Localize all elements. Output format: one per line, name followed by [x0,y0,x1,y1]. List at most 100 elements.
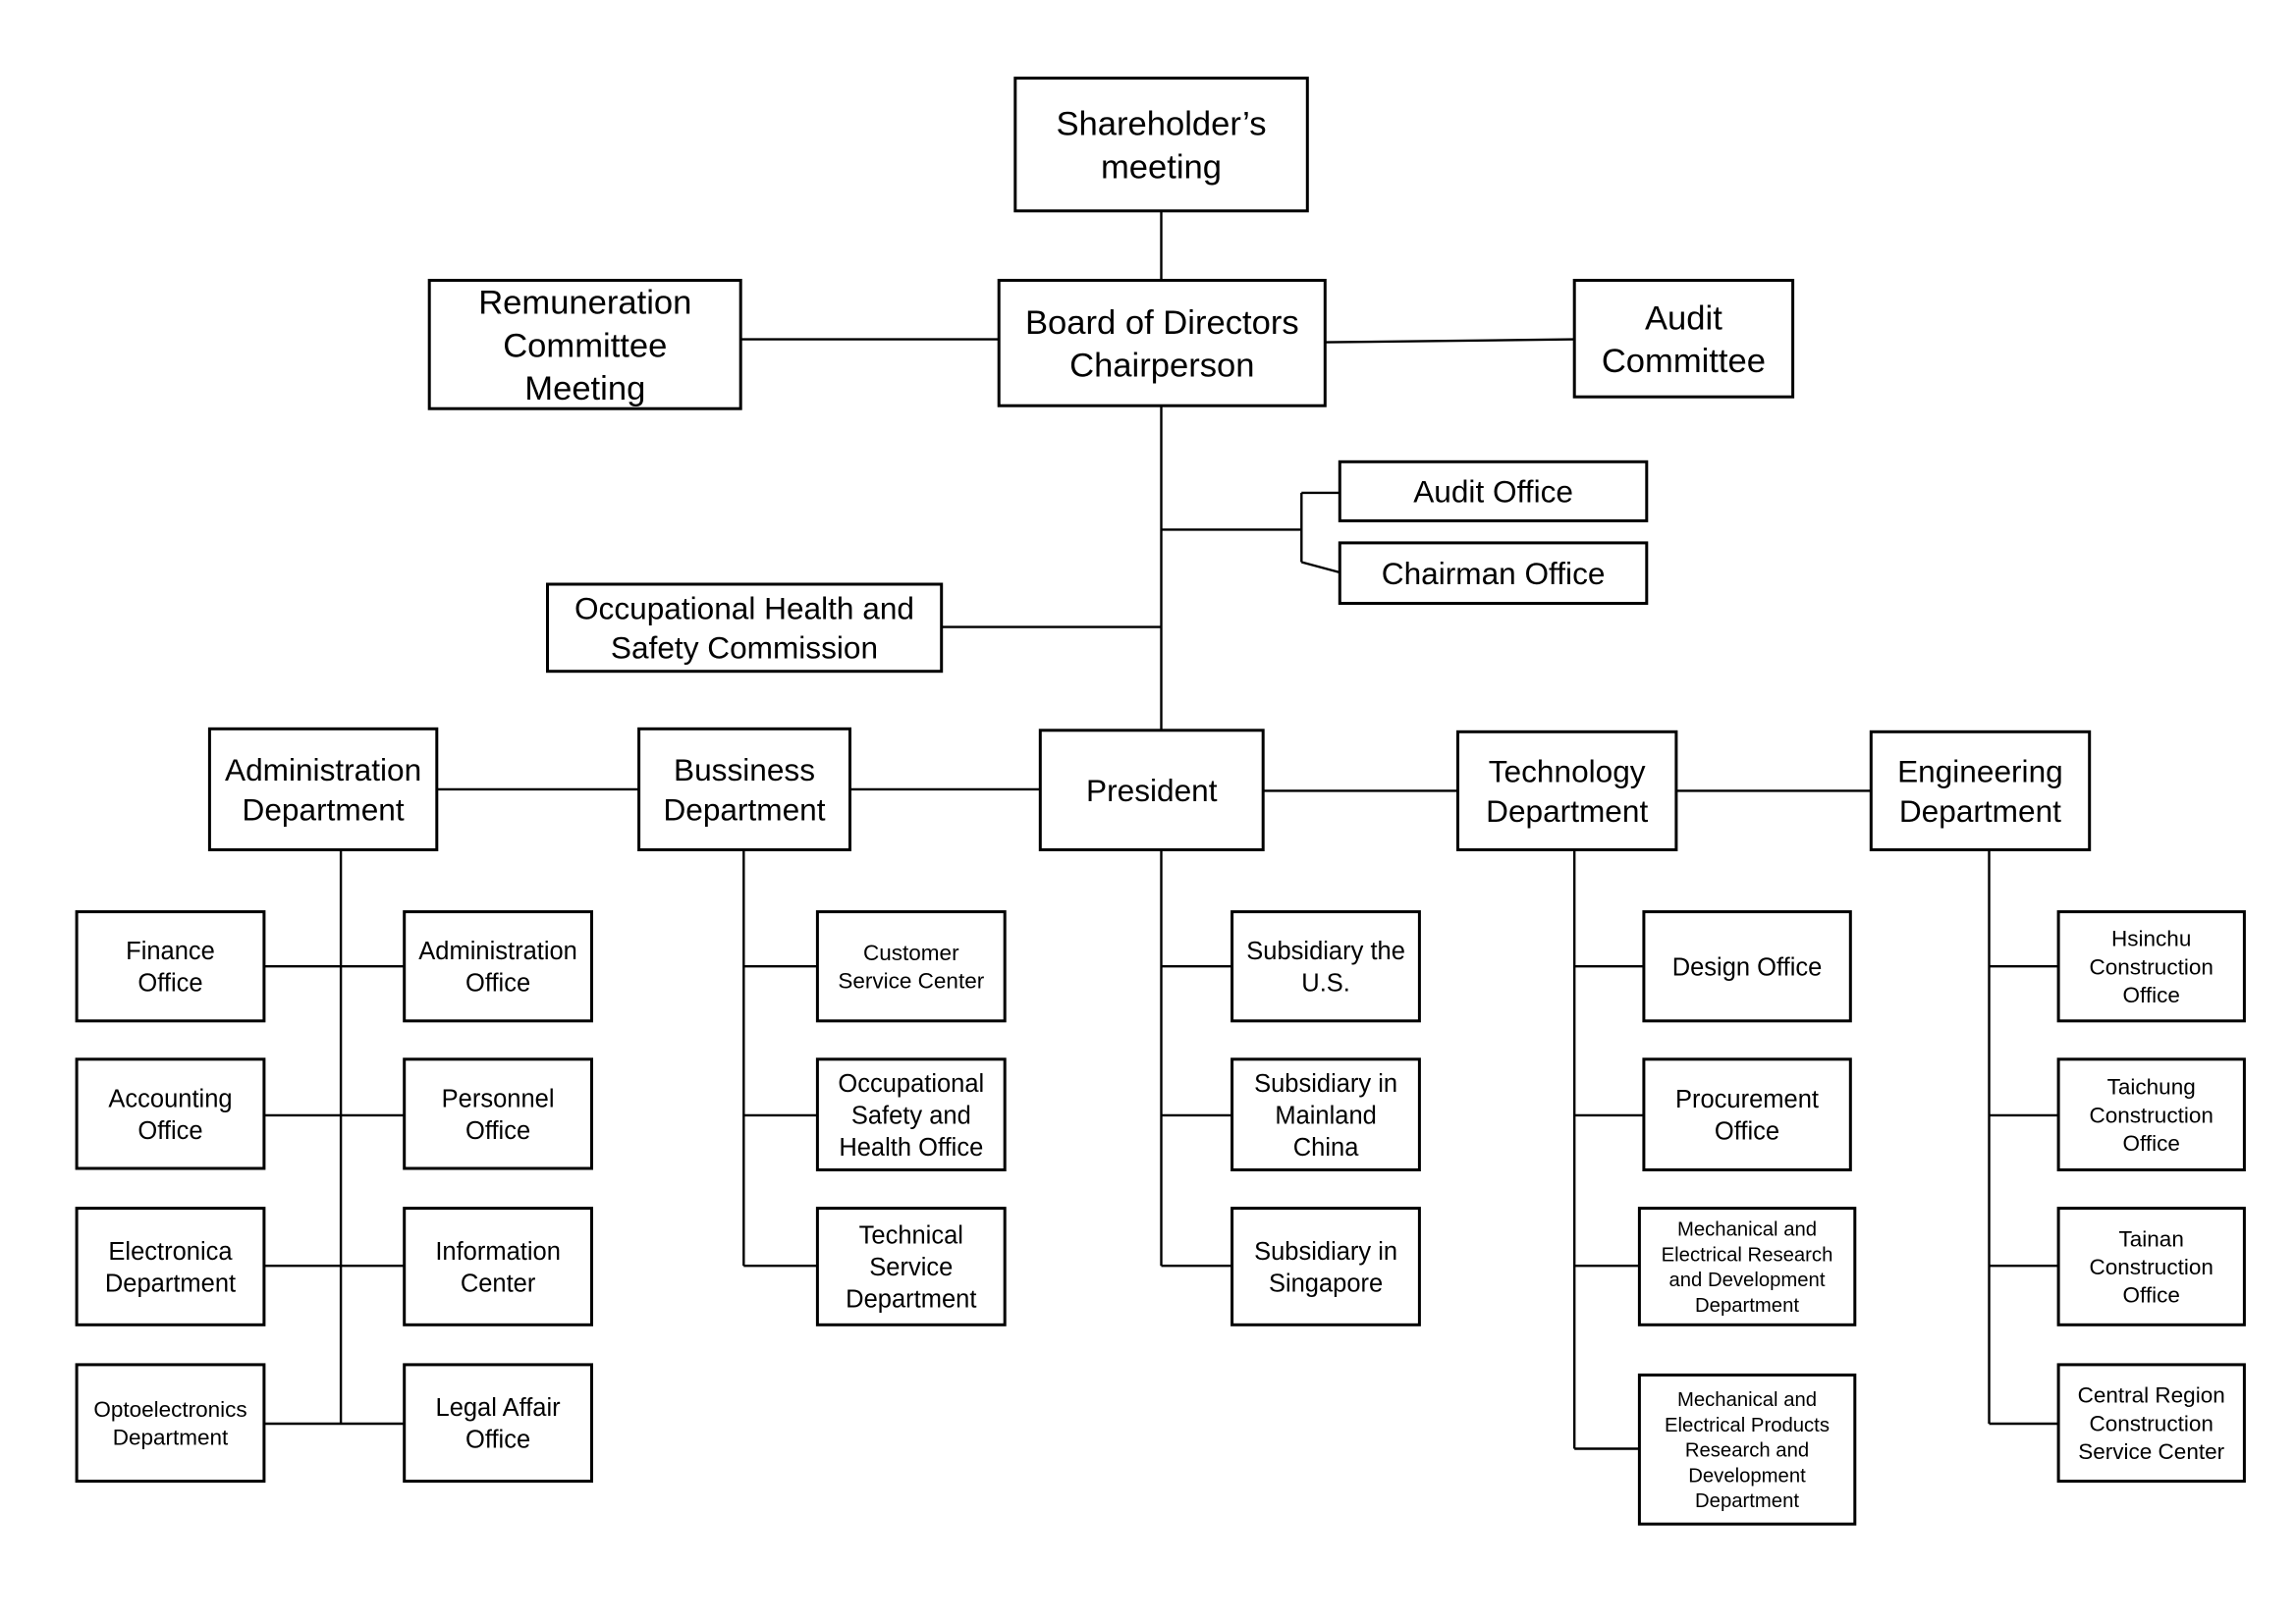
box-label-line: Occupational [838,1070,984,1098]
box-label-line: Safety Commission [611,630,878,666]
box-frame [1230,910,1421,1023]
box-label-line: Service Center [838,969,984,994]
box-label-line: Department [1486,793,1648,829]
box-frame [75,910,266,1023]
connector-line [1300,561,1340,574]
box-frame [75,1057,266,1170]
box-label-line: Office [1715,1118,1779,1146]
box-label-line: Engineering [1897,754,2063,789]
box-label-line: Subsidiary in [1254,1238,1397,1266]
box-frame [1456,730,1678,851]
box-label-line: Office [137,1117,202,1145]
box-label-line: Audit Office [1413,474,1573,510]
box-frame [1637,1373,1857,1526]
box-label-line: Department [663,791,825,827]
box-frame [2056,1057,2246,1172]
box-frame [1642,910,1852,1023]
box-audit-office: Audit Office [1338,460,1649,522]
box-label-line: Singapore [1269,1270,1383,1297]
box-label-line: meeting [1101,149,1222,187]
box-frame [75,1363,266,1484]
box-frame [1572,279,1795,399]
box-label-line: Accounting [108,1085,232,1112]
box-label-line: Committee [1602,343,1766,380]
box-label-line: Bussiness [674,752,815,787]
box-frame [1869,730,2092,851]
box-label-line: Electrical Research [1662,1244,1833,1266]
box-label-line: Development [1688,1465,1806,1487]
box-chairman-office: Chairman Office [1338,541,1649,606]
box-frame [637,727,851,851]
box-label-line: Information [435,1238,561,1266]
box-frame [1637,1207,1857,1326]
box-label-line: Meeting [524,370,645,407]
box-label-line: Procurement [1675,1086,1819,1113]
box-label-line: Office [465,1427,530,1454]
box-label-line: Mainland [1275,1102,1376,1129]
box-frame [1230,1057,1421,1172]
box-frame [815,1207,1007,1326]
box-label-line: Remuneration [478,284,691,321]
box-label-line: Taichung [2107,1075,2196,1100]
box-label-line: Technology [1489,754,1646,789]
box-label-line: Construction [2090,1255,2214,1279]
box-frame [546,582,944,674]
box-frame [1338,541,1649,606]
box-label-line: Department [113,1426,229,1450]
box-label-line: Electronica [108,1238,233,1266]
box-label-line: Department [1899,793,2061,829]
box-label-line: Construction [2090,1411,2214,1435]
box-label-line: Audit [1645,299,1722,337]
box-president: President [1038,729,1265,851]
box-label-line: Chairperson [1069,348,1254,385]
box-label-line: Personnel [442,1085,555,1112]
box-label-line: Occupational Health and [574,591,914,626]
box-label-line: Hsinchu [2111,927,2191,951]
box-frame [207,727,439,851]
box-label-line: Subsidiary the [1246,938,1405,965]
box-label-line: Subsidiary in [1254,1070,1397,1098]
box-label-line: Health Office [839,1134,983,1162]
box-frame [1013,77,1309,213]
box-label-line: Research and [1685,1440,1809,1462]
box-label-line: Electrical Products [1665,1415,1830,1436]
box-frame [403,1207,594,1326]
box-label-line: Center [461,1270,536,1297]
box-label-line: Department [243,791,405,827]
box-label-line: Committee [503,327,667,364]
box-label-line: Shareholder’s [1056,106,1266,143]
box-label-line: Legal Affair [436,1394,562,1422]
box-label-line: Mechanical and [1677,1219,1817,1241]
box-frame [2056,1363,2246,1484]
box-label-line: Tainan [2119,1226,2184,1251]
box-label-line: Administration [225,752,421,787]
box-label-line: Chairman Office [1382,556,1606,591]
box-frame [1642,1057,1852,1172]
box-design-office: Design Office [1642,910,1852,1023]
box-label-line: Optoelectronics [93,1397,246,1422]
box-frame [2056,910,2246,1023]
box-label-line: Service Center [2078,1439,2224,1464]
box-label-line: Office [2123,1131,2180,1156]
box-frame [1338,460,1649,522]
